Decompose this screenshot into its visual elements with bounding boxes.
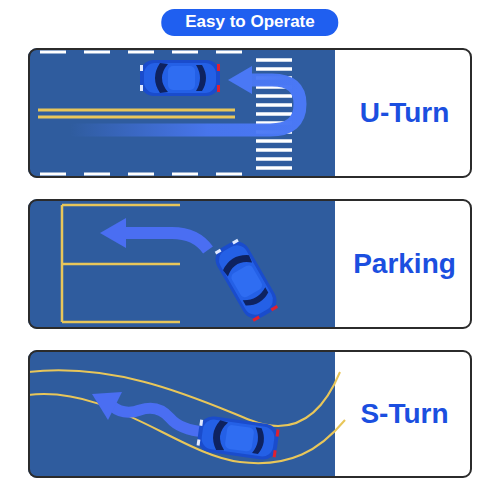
maneuver-label: Parking bbox=[353, 248, 456, 280]
maneuver-panel: Parking bbox=[28, 199, 472, 329]
title-pill: Easy to Operate bbox=[161, 9, 338, 36]
maneuver-label: S-Turn bbox=[360, 398, 448, 430]
maneuver-label: U-Turn bbox=[360, 97, 450, 129]
maneuver-panel: S-Turn bbox=[28, 350, 472, 478]
maneuver-panel: U-Turn bbox=[28, 48, 472, 178]
